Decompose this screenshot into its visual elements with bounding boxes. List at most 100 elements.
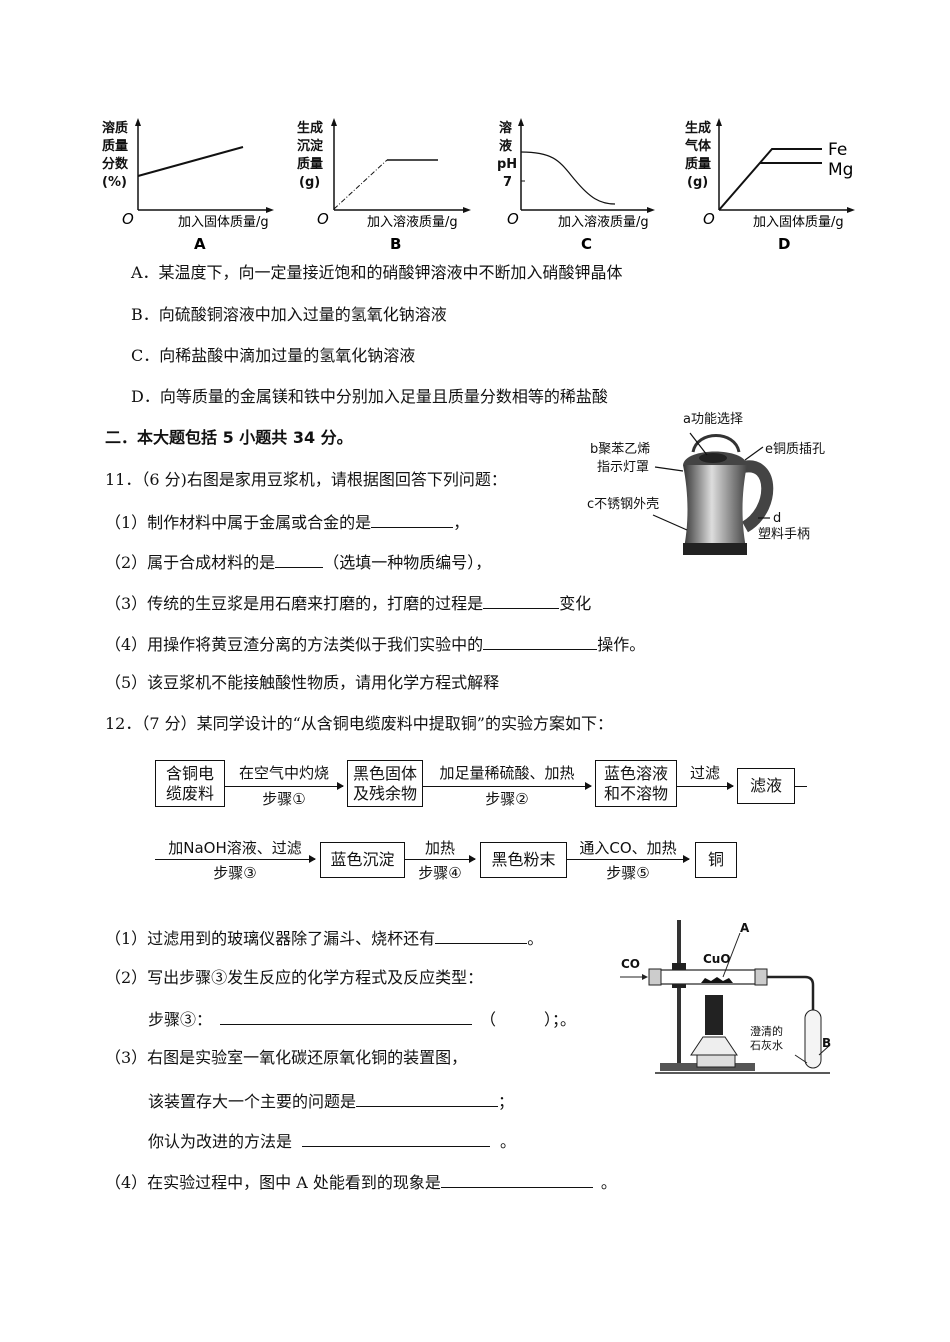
- punct: 。: [527, 929, 544, 948]
- x-axis-label: 加入溶液质量/g: [367, 215, 458, 230]
- flow-box-cable-waste: 含铜电缆废料: [155, 760, 225, 807]
- q12-part1: （1）过滤用到的玻璃仪器除了漏斗、烧杯还有 。: [105, 927, 543, 949]
- graph-a-line: [137, 146, 244, 177]
- q11-part4-text: （4）用操作将黄豆渣分离的方法类似于我们实验中的: [105, 635, 484, 654]
- test-tube-b: [804, 1009, 822, 1069]
- q11-part4-end: 操作。: [597, 635, 646, 654]
- stand-rod: [677, 920, 681, 1065]
- co-reduction-apparatus-figure: CO CuO A B 澄清的 石灰水: [620, 920, 831, 1074]
- flow-connector: [795, 786, 807, 787]
- graph-d: 生成 气体 质量 (g) Fe Mg O 加入固体质量/g D: [685, 118, 855, 253]
- label-a: a功能选择: [683, 412, 743, 427]
- cuo-label: CuO: [703, 952, 731, 966]
- soymilk-machine-figure: a功能选择 b聚苯乙烯 指示灯罩 e铜质插孔 c不锈钢外壳 d 塑料手柄: [587, 412, 825, 555]
- flow-arrow-step5: [567, 855, 690, 863]
- label-b2: 指示灯罩: [597, 460, 649, 475]
- answer-blank[interactable]: [371, 511, 454, 528]
- handle: [741, 460, 774, 533]
- section-heading: 二．本大题包括 5 小题共 34 分。: [105, 428, 353, 447]
- origin-label: O: [122, 210, 134, 228]
- answer-blank[interactable]: [275, 551, 324, 568]
- equation-blank[interactable]: [220, 1008, 473, 1025]
- limewater-label: 澄清的: [750, 1024, 783, 1038]
- cuo-powder: [701, 977, 733, 983]
- limewater-label2: 石灰水: [750, 1038, 783, 1052]
- step3-condition: 加NaOH溶液、过滤: [168, 839, 302, 857]
- ph-7-tick-label: 7: [503, 175, 512, 190]
- step3-prefix: 步骤③：: [148, 1010, 213, 1029]
- answer-blank[interactable]: [302, 1130, 491, 1147]
- b-pointer: [818, 1044, 831, 1056]
- flow-box-blue-solution: 蓝色溶液和不溶物: [595, 760, 677, 807]
- answer-blank[interactable]: [483, 592, 560, 609]
- q12-part4-text: （4）在实验过程中，图中 A 处能看到的现象是: [105, 1173, 441, 1192]
- flow-arrow-step1: [225, 782, 344, 790]
- option-d: D．向等质量的金属镁和铁中分别加入足量且质量分数相等的稀盐酸: [131, 387, 608, 406]
- answer-blank[interactable]: [440, 1171, 593, 1188]
- graph-b-rise: [333, 159, 388, 210]
- option-b: B．向硫酸铜溶液中加入过量的氢氧化钠溶液: [131, 305, 447, 324]
- q11-part4: （4）用操作将黄豆渣分离的方法类似于我们实验中的 操作。: [105, 633, 645, 655]
- q12-part3-improve: 你认为改进的方法是 。: [148, 1130, 516, 1152]
- graph-b: 生成 沉淀 质量 (g) O 加入溶液质量/g B: [297, 118, 471, 253]
- limewater-pointer: [794, 1054, 808, 1064]
- improve-text: 你认为改进的方法是: [148, 1132, 293, 1151]
- co-arrowhead: [642, 974, 648, 980]
- step1-label: 步骤①: [262, 790, 306, 808]
- answer-blank[interactable]: [483, 633, 598, 650]
- x-axis-arrow: [266, 207, 274, 213]
- stopper-left: [648, 968, 662, 986]
- box-text: 和不溶物: [603, 783, 668, 803]
- graph-a-ylabel: 质量: [102, 138, 128, 154]
- q11-part1-text: （1）制作材料中属于金属或合金的是: [105, 513, 372, 532]
- graph-b-ylabel: 沉淀: [297, 138, 324, 154]
- answer-blank[interactable]: [356, 1090, 499, 1107]
- paren-open: （: [480, 1010, 497, 1029]
- step5-condition: 通入CO、加热: [579, 839, 677, 857]
- graph-label: A: [194, 235, 206, 253]
- q12-part2: （2）写出步骤③发生反应的化学方程式及反应类型：: [105, 968, 484, 987]
- graph-c-ylabel: 溶: [499, 120, 512, 136]
- answer-blank[interactable]: [435, 927, 528, 944]
- step5-label: 步骤⑤: [606, 864, 650, 882]
- step1-condition: 在空气中灼烧: [238, 764, 329, 782]
- y-axis-arrow: [716, 118, 722, 126]
- graph-c-ylabel: pH: [497, 157, 517, 172]
- punct: 。: [600, 1173, 617, 1192]
- indicator-cover: [699, 453, 727, 463]
- graph-a: 溶质 质量 分数 (%) O 加入固体质量/g A: [102, 118, 274, 253]
- q12-part3-problem: 该装置存大一个主要的问题是 ；: [148, 1090, 514, 1112]
- y-axis-arrow: [135, 118, 141, 126]
- box-text: 缆废料: [165, 783, 214, 803]
- lid-arc: [691, 434, 741, 453]
- flow-box-blue-precipitate: 蓝色沉淀: [320, 842, 405, 878]
- box-text: 蓝色溶液: [603, 763, 668, 783]
- base-band: [683, 543, 747, 555]
- step4-condition: 加热: [424, 839, 455, 857]
- label-d2: 塑料手柄: [758, 527, 810, 542]
- problem-text: 该装置存大一个主要的问题是: [148, 1092, 357, 1111]
- graph-a-ylabel: (%): [102, 175, 127, 190]
- y-axis-arrow: [518, 118, 524, 126]
- x-axis-arrow: [647, 207, 655, 213]
- q11-part3: （3）传统的生豆浆是用石磨来打磨的，打磨的过程是变化: [105, 592, 591, 614]
- graph-label: C: [581, 235, 592, 253]
- delivery-tube: [767, 975, 815, 1060]
- q12-part1-text: （1）过滤用到的玻璃仪器除了漏斗、烧杯还有: [105, 929, 436, 948]
- graph-a-ylabel: 分数: [102, 156, 129, 172]
- q11-part2-note: （选填一种物质编号），: [323, 553, 492, 572]
- q11-part3-text: （3）传统的生豆浆是用石磨来打磨的，打磨的过程是: [105, 594, 484, 613]
- graph-c-ylabel: 液: [499, 138, 512, 154]
- alcohol-lamp: [690, 1036, 738, 1056]
- flow-arrow-step4: [405, 855, 476, 863]
- graph-a-ylabel: 溶质: [102, 120, 128, 136]
- punct: ，: [453, 513, 470, 532]
- flow-box-filtrate: 滤液: [737, 768, 795, 804]
- punct: 。: [500, 1132, 517, 1151]
- flow-box-black-powder: 黑色粉末: [480, 842, 567, 878]
- option-c: C．向稀盐酸中滴加过量的氢氧化钠溶液: [131, 346, 416, 365]
- label-c: c不锈钢外壳: [587, 497, 659, 512]
- flow-box-copper: 铜: [695, 842, 737, 878]
- punct: ；: [498, 1092, 515, 1111]
- stopper-right: [754, 968, 768, 986]
